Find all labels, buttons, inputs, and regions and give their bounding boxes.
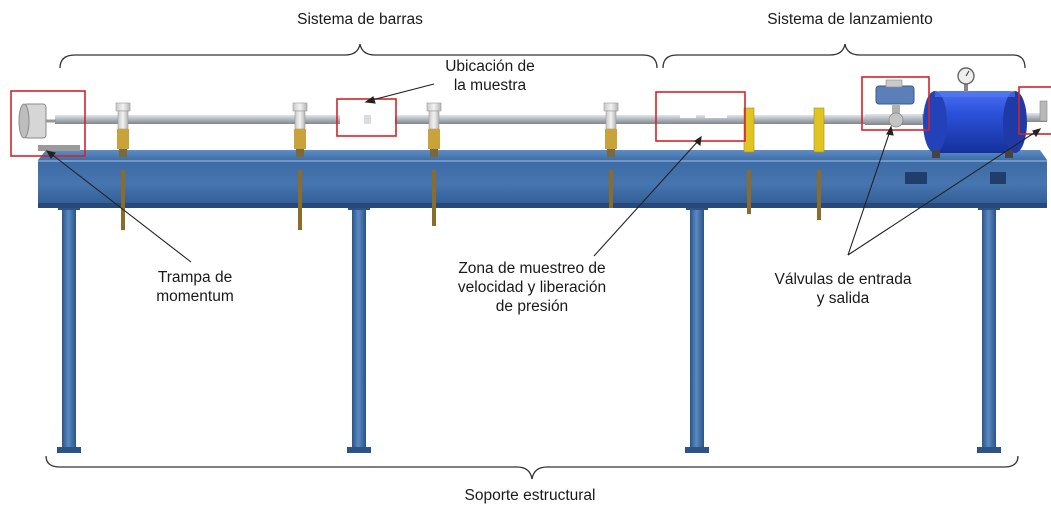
pressure-tank xyxy=(923,91,1027,158)
inlet-valve-highlight xyxy=(861,76,930,131)
momentum-trap-line-1: Trampa de xyxy=(157,269,233,286)
bar-line xyxy=(55,113,925,126)
velocity-zone-label: Zona de muestreo de velocidad y liberaci… xyxy=(432,259,632,316)
structural-support-brace xyxy=(45,455,1019,480)
clamp-rods xyxy=(121,170,821,230)
bar-support xyxy=(292,102,308,157)
momentum-trap-line-2: momentum xyxy=(156,288,234,305)
momentum-trap xyxy=(18,103,80,151)
launch-system-brace xyxy=(662,43,1026,69)
valves-line-1: Válvulas de entrada xyxy=(774,271,912,288)
momentum-trap-highlight xyxy=(10,90,86,157)
sample-location-line-2: la muestra xyxy=(453,77,527,94)
sample-location-label: Ubicación de la muestra xyxy=(425,57,555,95)
velocity-zone-line-1: Zona de muestreo de xyxy=(458,260,606,277)
support-leg xyxy=(352,208,366,451)
valve-actuator-icon xyxy=(875,79,915,128)
sample-location-line-1: Ubicación de xyxy=(445,58,535,75)
bar-supports xyxy=(115,102,825,157)
bar-support xyxy=(426,102,442,157)
support-leg xyxy=(982,208,996,451)
structural-support-label: Soporte estructural xyxy=(464,487,596,504)
velocity-zone-line-2: velocidad y liberación xyxy=(457,279,607,296)
main-beam xyxy=(38,150,1047,208)
velocity-zone-line-3: de presión xyxy=(495,298,569,315)
launch-valve-assembly xyxy=(875,67,1048,158)
support-legs xyxy=(57,203,1001,453)
bar-support xyxy=(115,102,131,157)
launch-system-label: Sistema de lanzamiento xyxy=(767,11,933,28)
launch-clamp xyxy=(743,107,755,153)
bar-support xyxy=(603,102,619,157)
valves-line-2: y salida xyxy=(816,290,870,307)
valves-label: Válvulas de entrada y salida xyxy=(748,270,938,308)
bar-system-brace xyxy=(59,43,658,69)
pressure-gauge-icon xyxy=(957,67,975,92)
support-leg xyxy=(62,208,76,451)
momentum-trap-label: Trampa de momentum xyxy=(135,268,255,306)
leader-lines xyxy=(45,83,1042,263)
launch-clamp xyxy=(813,107,825,153)
support-leg xyxy=(690,208,704,451)
sample-location-highlight xyxy=(336,98,397,137)
bar-system-label: Sistema de barras xyxy=(297,11,423,28)
